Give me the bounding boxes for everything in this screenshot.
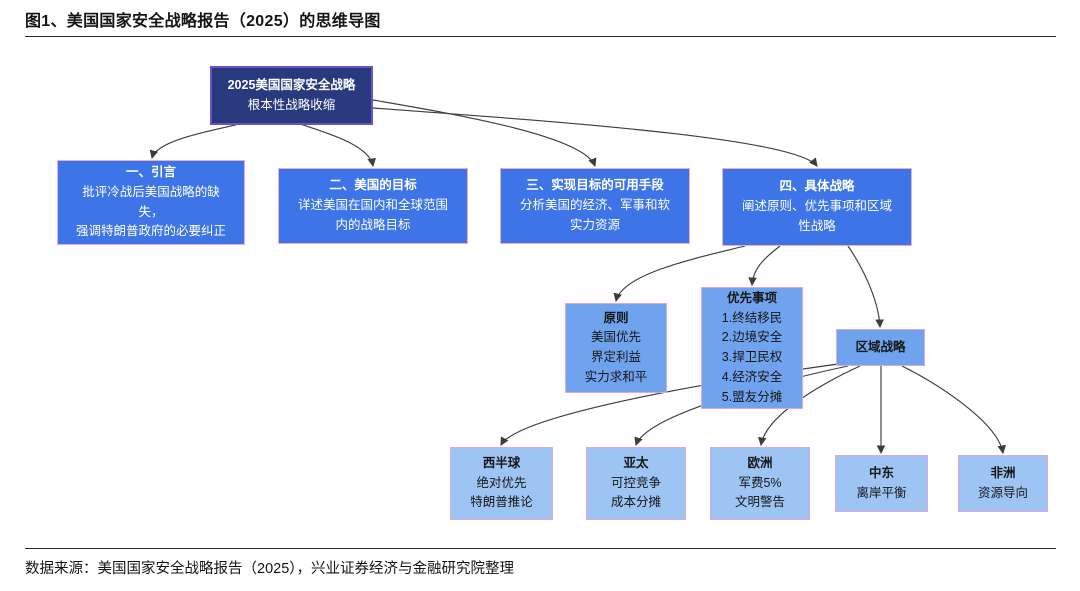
node-text-line: 离岸平衡 (856, 485, 907, 500)
node-regional: 区域战略 (836, 329, 925, 366)
node-title: 中东 (868, 465, 894, 480)
node-text-line: 1.终结移民 (721, 310, 783, 325)
node-text-line: 文明警告 (734, 495, 785, 510)
node-text-line: 可控竞争 (610, 475, 661, 490)
edge-root-to-goals (299, 123, 376, 168)
title-divider (25, 36, 1056, 37)
node-text-line: 资源导向 (977, 485, 1028, 500)
node-text-line: 性战略 (798, 218, 836, 233)
node-text-line: 界定利益 (590, 350, 641, 364)
node-title: 亚太 (623, 455, 649, 470)
edge-strategies-to-priorities (748, 245, 781, 287)
node-text-line: 批评冷战后美国战略的缺 (82, 184, 220, 199)
node-title: 一、引言 (125, 165, 176, 179)
node-title: 优先事项 (726, 290, 777, 305)
node-title: 三、实现目标的可用手段 (526, 178, 664, 193)
source-divider (25, 548, 1056, 549)
node-title: 二、美国的目标 (329, 178, 417, 193)
node-principles: 原则美国优先界定利益实力求和平 (565, 303, 667, 393)
node-text-line: 成本分摊 (610, 495, 661, 510)
node-strategies: 四、具体战略阐述原则、优先事项和区域性战略 (722, 168, 912, 246)
node-text-line: 阐述原则、优先事项和区域 (741, 199, 892, 214)
node-title: 欧洲 (747, 455, 773, 470)
node-root: 2025美国国家安全战略根本性战略收缩 (210, 66, 373, 125)
node-text-line: 5.盟友分摊 (721, 389, 783, 404)
node-text-line: 实力求和平 (584, 369, 648, 384)
node-goals: 二、美国的目标详述美国在国内和全球范围内的战略目标 (278, 168, 468, 244)
node-priorities: 优先事项 1.终结移民 2.边境安全 3.捍卫民权 4.经济安全 5.盟友分摊 (701, 287, 803, 409)
edge-root-to-intro (149, 123, 241, 160)
node-text-line: 详述美国在国内和全球范围 (297, 198, 448, 213)
node-west: 西半球绝对优先特朗普推论 (450, 447, 553, 520)
edge-root-to-strategies (372, 107, 818, 167)
edge-regional-to-africa (901, 365, 1006, 455)
node-text-line: 3.捍卫民权 (721, 350, 783, 364)
node-text-line: 军费5% (738, 475, 782, 490)
node-title: 西半球 (482, 455, 521, 470)
node-europe: 欧洲军费5% 文明警告 (710, 447, 810, 520)
node-title: 非洲 (990, 465, 1016, 480)
node-asia: 亚太可控竞争成本分摊 (586, 447, 686, 520)
node-title: 原则 (603, 310, 629, 325)
node-text-line: 实力资源 (569, 217, 620, 232)
node-text-line: 绝对优先 (476, 475, 527, 490)
node-africa: 非洲资源导向 (958, 455, 1048, 512)
node-text-line: 美国优先 (590, 330, 641, 345)
node-text-line: 2.边境安全 (721, 330, 783, 345)
node-title: 四、具体战略 (779, 179, 855, 194)
data-source: 数据来源：美国国家安全战略报告（2025），兴业证券经济与金融研究院整理 (25, 561, 515, 577)
node-means: 三、实现目标的可用手段分析美国的经济、军事和软实力资源 (500, 168, 690, 244)
node-text-line: 内的战略目标 (335, 217, 411, 232)
node-text-line: 分析美国的经济、军事和软 (519, 198, 670, 213)
node-mideast: 中东离岸平衡 (835, 455, 928, 512)
edge-root-to-means (372, 99, 597, 168)
node-title: 区域战略 (855, 339, 906, 354)
figure-title: 图1、美国国家安全战略报告（2025）的思维导图 (25, 13, 381, 30)
node-text-line: 特朗普推论 (470, 495, 533, 510)
node-text-line: 强调特朗普政府的必要纠正 (75, 224, 226, 239)
edge-strategies-to-regional (847, 245, 884, 329)
node-text-line: 4.经济安全 (721, 369, 783, 384)
node-intro: 一、引言批评冷战后美国战略的缺失， 强调特朗普政府的必要纠正 (57, 160, 245, 245)
node-title: 2025美国国家安全战略 (227, 77, 356, 92)
node-text-line: 失， (138, 204, 164, 219)
node-text-line: 根本性战略收缩 (247, 97, 336, 112)
